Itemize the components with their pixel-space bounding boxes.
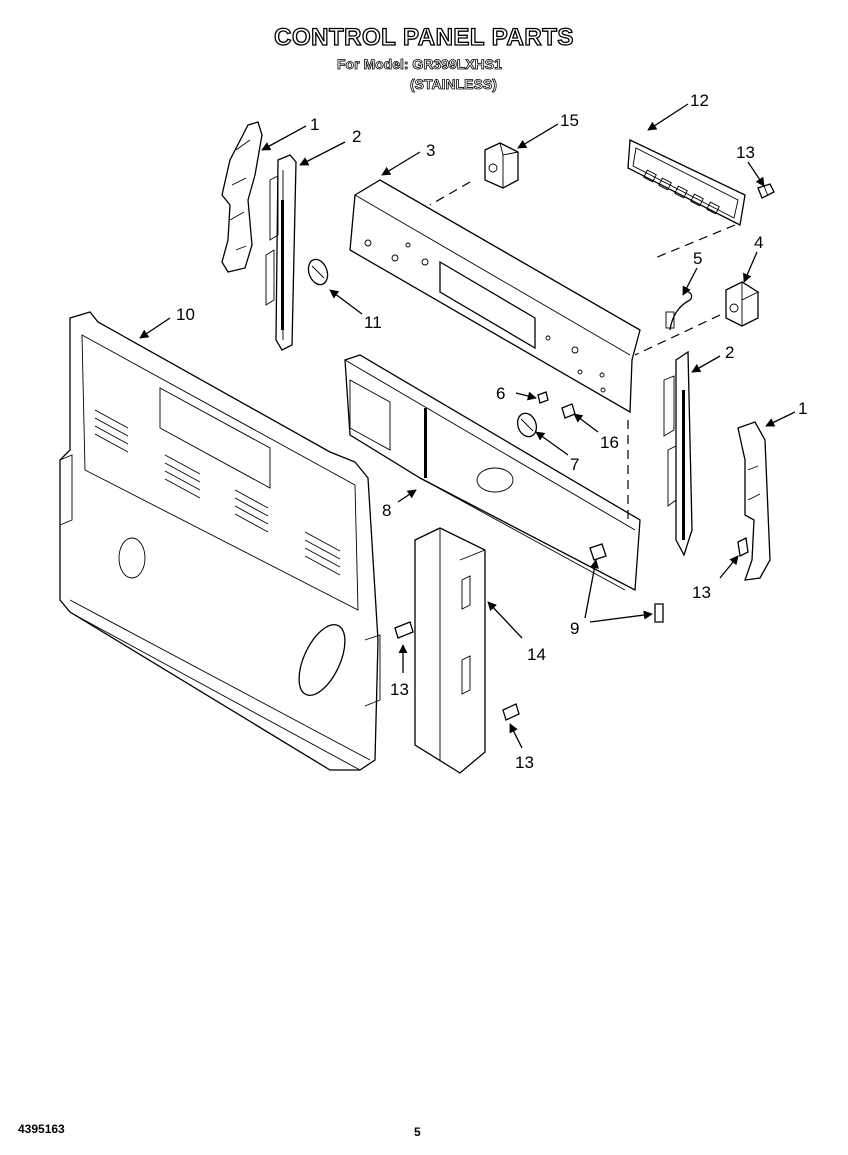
mounting-bracket-8 xyxy=(344,354,641,592)
end-cap-left xyxy=(221,121,263,273)
page-number: 5 xyxy=(414,1125,421,1139)
leader-11 xyxy=(329,289,363,315)
callout-2-right: 2 xyxy=(725,343,734,362)
callout-13-bottom: 13 xyxy=(515,753,534,772)
side-bracket-right xyxy=(663,350,693,557)
callout-6: 6 xyxy=(496,384,505,403)
leader-9b xyxy=(589,610,653,623)
leader-10 xyxy=(139,317,171,339)
leader-13-top xyxy=(747,161,765,187)
callout-10: 10 xyxy=(176,305,195,324)
callout-2-left: 2 xyxy=(352,127,361,146)
callout-8: 8 xyxy=(382,501,391,520)
callout-1-left: 1 xyxy=(310,115,319,134)
leader-1-left xyxy=(261,125,307,151)
screw-13-top xyxy=(757,183,775,199)
switch-15 xyxy=(484,142,519,189)
trim-14 xyxy=(414,527,486,774)
wire-harness-5 xyxy=(665,290,693,331)
document-number: 4395163 xyxy=(18,1122,65,1136)
leader-5 xyxy=(682,267,698,296)
leader-2-left xyxy=(299,141,346,166)
electronic-control-12 xyxy=(627,139,746,226)
page-title: CONTROL PANEL PARTS xyxy=(273,23,574,51)
model-line: For Model: GR399LXHS1 xyxy=(337,56,503,73)
callout-5: 5 xyxy=(693,249,702,268)
callout-15: 15 xyxy=(560,111,579,130)
rear-panel-10 xyxy=(59,311,381,771)
callout-4: 4 xyxy=(754,233,763,252)
leader-3 xyxy=(381,151,421,176)
leader-15 xyxy=(517,123,559,149)
leader-16 xyxy=(573,413,599,433)
screw-13-bottom xyxy=(502,703,520,721)
leader-7 xyxy=(535,431,569,456)
control-panel xyxy=(349,179,641,414)
leader-14 xyxy=(487,601,523,639)
leader-2-right xyxy=(691,355,721,373)
side-bracket-left xyxy=(265,154,297,351)
callout-13-top: 13 xyxy=(736,143,755,162)
callout-14: 14 xyxy=(527,645,546,664)
switch-4 xyxy=(725,281,759,327)
callout-13-mid: 13 xyxy=(390,680,409,699)
assembly-line-4 xyxy=(634,314,721,356)
finish-label: (STAINLESS) xyxy=(410,76,498,93)
knob-7 xyxy=(516,412,538,438)
leader-9a xyxy=(584,559,599,619)
callout-16: 16 xyxy=(600,433,619,452)
screw-13-mid xyxy=(394,621,414,639)
callout-9: 9 xyxy=(570,619,579,638)
leader-6 xyxy=(515,391,537,401)
callout-13-right: 13 xyxy=(692,583,711,602)
knob-11 xyxy=(307,258,329,286)
clip-16 xyxy=(561,403,576,419)
end-cap-right xyxy=(737,421,771,581)
screw-6 xyxy=(537,391,549,404)
screws-9 xyxy=(589,543,664,623)
leader-1-right xyxy=(765,411,796,427)
leader-13-bottom xyxy=(509,723,523,749)
leader-4 xyxy=(743,251,758,283)
leader-13-right xyxy=(719,555,739,579)
leader-8 xyxy=(397,489,417,503)
assembly-line-15 xyxy=(429,181,471,206)
callout-12: 12 xyxy=(690,91,709,110)
callout-7: 7 xyxy=(570,455,579,474)
screw-13-right xyxy=(737,537,749,557)
callout-11: 11 xyxy=(364,313,382,332)
leader-12 xyxy=(647,103,689,131)
callout-1-right: 1 xyxy=(798,399,807,418)
callout-3: 3 xyxy=(426,141,435,160)
